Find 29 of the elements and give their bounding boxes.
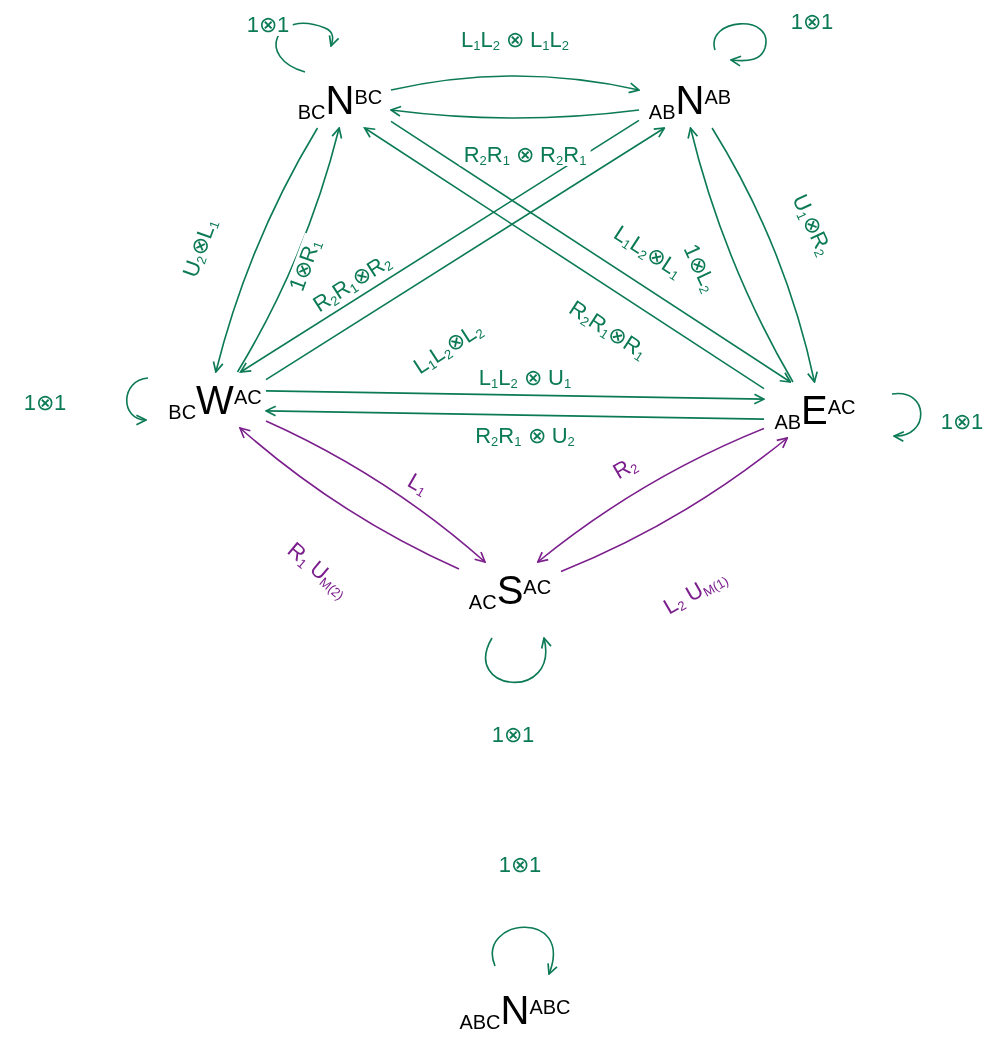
arrow (239, 427, 460, 570)
arrow (390, 105, 640, 119)
module-label: $_{ABC}$N$^{ABC}$ (459, 990, 571, 1030)
arrow (713, 23, 767, 67)
arrow (125, 377, 149, 425)
arrow (265, 127, 666, 381)
arrow (491, 926, 557, 975)
arrow (485, 637, 551, 684)
arrow (239, 119, 640, 373)
arrow (265, 405, 765, 420)
arrow (560, 437, 789, 573)
arrow (390, 75, 640, 94)
module-label: $_{AB}$E$^{AC}$ (774, 390, 856, 430)
module-label: $_{BC}$N$^{BC}$ (297, 80, 383, 120)
arrow (212, 127, 319, 373)
arrow (536, 427, 765, 563)
edge-label: R$_{2}$R$_{1}$ ⊗ R$_{2}$R$_{1}$ (459, 144, 591, 166)
arrow (265, 420, 486, 563)
module-label: $_{BC}$W$^{AC}$ (168, 380, 262, 420)
module-label: $_{AB}$N$^{AB}$ (648, 80, 732, 120)
arrow (711, 127, 818, 383)
arrow (363, 127, 765, 390)
arrow (265, 390, 765, 405)
arrow (687, 127, 794, 383)
arrow (390, 120, 792, 383)
arrow (275, 22, 340, 73)
module-label: $_{AC}$S$^{AC}$ (468, 570, 552, 610)
arrow (236, 127, 343, 373)
arrow (891, 392, 922, 442)
